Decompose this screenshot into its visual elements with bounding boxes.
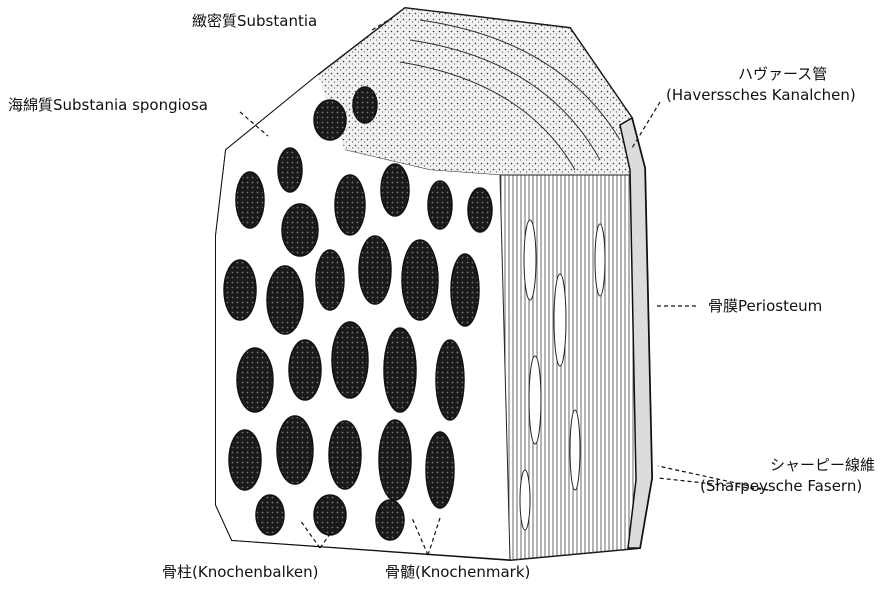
label-periosteum: 骨膜Periosteum (708, 297, 822, 315)
label-marrow: 骨髄(Knochenmark) (385, 563, 530, 581)
label-havers-de: (Haverssches Kanalchen) (666, 86, 856, 104)
label-spongy-bone: 海綿質Substania spongiosa (8, 96, 208, 114)
bone-block (216, 8, 652, 560)
label-trabeculae: 骨柱(Knochenbalken) (162, 563, 318, 581)
label-sharpey-de: (Sharpeysche Fasern) (700, 477, 862, 495)
leader-havers (632, 102, 660, 148)
label-sharpey-jp: シャーピー線維 (770, 455, 875, 475)
label-havers-jp: ハヴァース管 (738, 64, 827, 84)
label-compact-bone: 緻密質Substantia (192, 12, 317, 30)
